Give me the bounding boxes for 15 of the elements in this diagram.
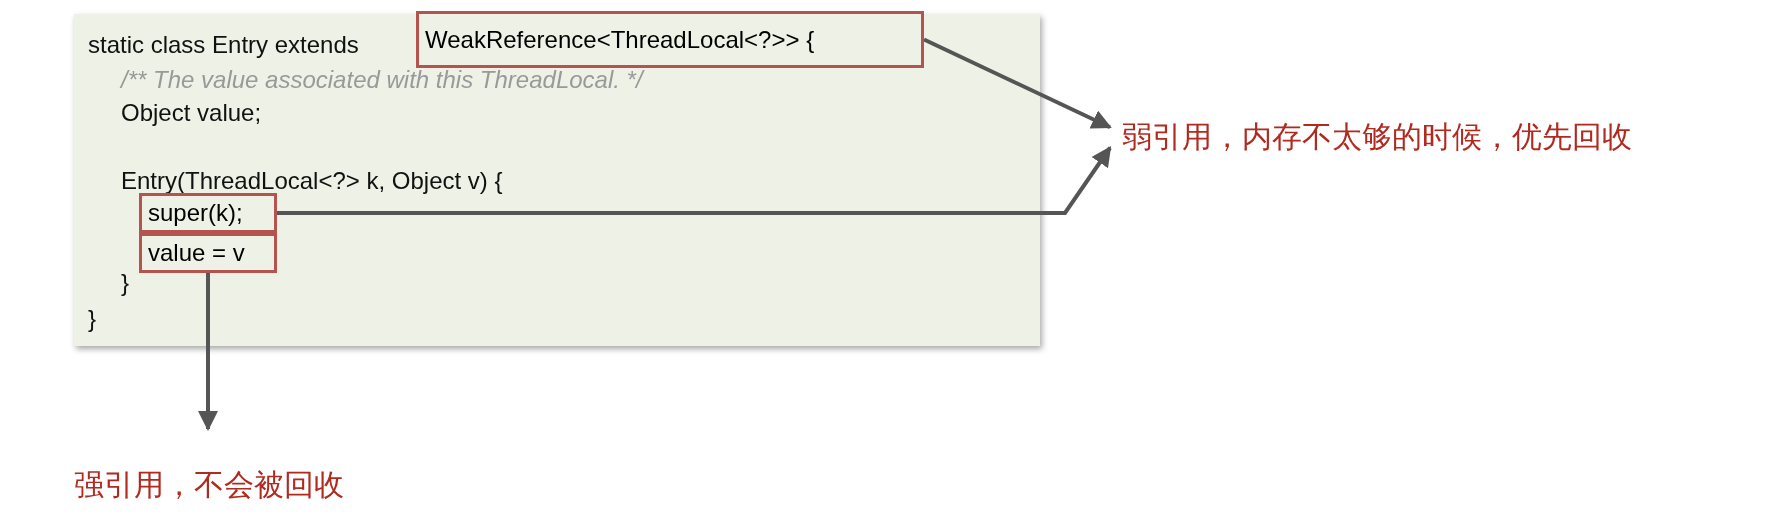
- code-line: Object value;: [121, 98, 262, 128]
- arrow: [277, 146, 1112, 215]
- code-line: }: [121, 268, 129, 298]
- arrow: [923, 37, 1112, 130]
- code-line: }: [88, 304, 96, 334]
- code-line: static class Entry extends: [88, 30, 359, 60]
- highlighted-code: super(k);: [139, 193, 277, 233]
- highlighted-code: WeakReference<ThreadLocal<?>> {: [416, 11, 924, 68]
- arrow: [198, 273, 218, 431]
- code-panel: [74, 14, 1040, 346]
- code-line: Entry(ThreadLocal<?> k, Object v) {: [121, 166, 503, 196]
- annotation-text: 强引用，不会被回收: [74, 465, 344, 506]
- highlighted-code: value = v: [139, 233, 277, 273]
- annotation-text: 弱引用，内存不太够的时候，优先回收: [1122, 117, 1632, 158]
- code-comment: /** The value associated with this ThreadLocal. */: [121, 65, 643, 95]
